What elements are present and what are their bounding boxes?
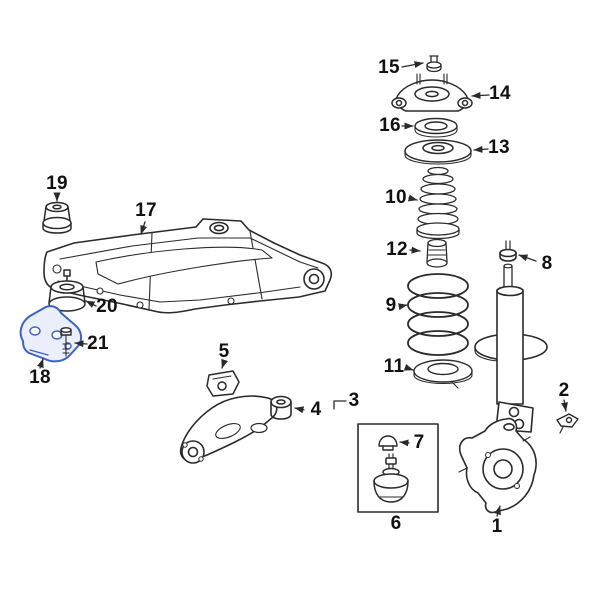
callout-14: 14 — [489, 83, 511, 104]
part-19-mount-cushion — [42, 201, 72, 234]
part-9-coil-spring — [407, 273, 469, 356]
callout-5: 5 — [218, 341, 230, 362]
callout-6: 6 — [390, 513, 402, 534]
callout-16: 16 — [379, 115, 401, 136]
arrow-part-8 — [518, 254, 537, 262]
part-18-bracket — [19, 305, 83, 363]
callout-12: 12 — [386, 239, 408, 260]
part-16-bearing — [414, 117, 458, 138]
callout-20: 20 — [96, 296, 118, 317]
part-1-knuckle — [458, 417, 537, 514]
callout-15: 15 — [378, 57, 400, 78]
callout-3: 3 — [348, 390, 360, 411]
strut-assembly — [474, 240, 548, 433]
callout-18: 18 — [29, 367, 51, 388]
part-15-stud — [426, 55, 442, 73]
callout-17: 17 — [135, 200, 157, 221]
part-12-bump-stop — [426, 238, 448, 268]
callout-19: 19 — [46, 173, 68, 194]
callout-8: 8 — [541, 253, 553, 274]
part-3-control-arm — [179, 395, 292, 464]
ball-joint-kit-box — [357, 423, 439, 513]
callout-2: 2 — [558, 380, 570, 401]
part-13-spring-seat — [404, 139, 472, 165]
callout-1: 1 — [491, 516, 503, 537]
arrow-part-15 — [401, 61, 424, 69]
callout-10: 10 — [385, 187, 407, 208]
arrow-part-17 — [140, 221, 148, 235]
callout-11: 11 — [383, 356, 405, 377]
part-17-crossmember — [43, 218, 333, 314]
part-7-cap — [378, 435, 398, 451]
arrow-part-9 — [397, 303, 408, 311]
part-5-bracket — [206, 370, 240, 397]
arrow-part-7 — [399, 439, 410, 447]
part-10-dust-boot — [416, 166, 460, 240]
arrow-part-11 — [403, 363, 414, 371]
arrow-part-10 — [407, 194, 418, 202]
arrow-part-1 — [494, 505, 501, 517]
arrow-part-5 — [221, 358, 229, 369]
part-11-spring-insulator — [413, 359, 473, 389]
part-2-clip — [556, 413, 579, 434]
part-4-bushing — [270, 395, 292, 420]
arrow-part-2 — [561, 399, 568, 412]
line-part-3 — [333, 400, 347, 410]
part-14-strut-mount — [391, 73, 473, 112]
arrow-part-18 — [36, 358, 44, 369]
part-21-bolt — [60, 327, 72, 357]
part-8-stud — [499, 240, 517, 262]
arrow-part-20 — [85, 300, 97, 308]
arrow-part-12 — [409, 246, 421, 254]
callout-7: 7 — [413, 432, 425, 453]
part-6-ball-joint — [373, 453, 409, 503]
callout-arrows — [36, 61, 568, 517]
callout-21: 21 — [87, 333, 109, 354]
callout-9: 9 — [385, 295, 397, 316]
arrow-part-21 — [74, 340, 88, 348]
callout-4: 4 — [310, 399, 322, 420]
arrow-part-13 — [473, 145, 489, 153]
diagram-artwork — [19, 55, 579, 517]
arrow-part-4 — [294, 406, 305, 414]
part-20-mount — [48, 269, 86, 312]
arrow-part-14 — [471, 92, 490, 99]
callout-13: 13 — [488, 137, 510, 158]
